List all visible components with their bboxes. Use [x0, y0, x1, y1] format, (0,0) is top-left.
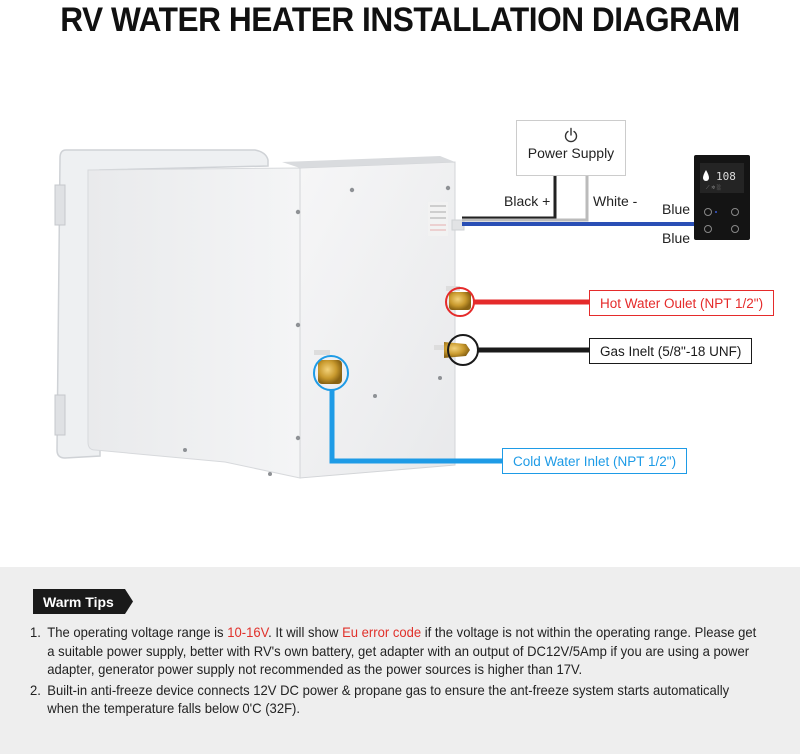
black-wire-label: Black +: [504, 193, 551, 209]
voltage-range-highlight: 10-16V: [227, 625, 269, 640]
warm-tips-heading: Warm Tips: [43, 594, 114, 610]
gas-inlet-callout: Gas Inelt (5/8"-18 UNF): [589, 338, 753, 364]
heater-side-panel: [87, 167, 301, 479]
warm-tips-panel: [0, 567, 800, 754]
warm-tips-badge: [33, 589, 133, 614]
warm-tips-list: 1. The operating voltage range is 10-16V…: [30, 624, 760, 721]
error-code-highlight: Eu error code: [342, 625, 422, 640]
hot-water-outlet-callout: Hot Water Oulet (NPT 1/2"): [589, 290, 775, 316]
white-wire-label: White -: [593, 193, 638, 209]
blue-wire-label-top: Blue: [662, 201, 691, 217]
hot-water-outlet-fitting: [445, 286, 590, 317]
spec-sticker: [428, 202, 448, 236]
blue-wire-label-bottom: Blue: [662, 230, 691, 246]
svg-text:⟋ ✲ ░: ⟋ ✲ ░: [706, 184, 721, 191]
power-icon: [564, 127, 578, 143]
power-wires: [462, 176, 694, 226]
heater-front-panel: [299, 161, 456, 479]
tip-item-2: 2. Built-in anti-freeze device connects …: [30, 682, 730, 717]
power-supply-box: Power Supply: [516, 120, 626, 176]
cold-water-inlet-callout: Cold Water Inlet (NPT 1/2"): [502, 448, 688, 474]
tip-item-1: 1. The operating voltage range is 10-16V…: [30, 625, 757, 677]
controller-panel: 108 ⟋ ✲ ░: [694, 155, 750, 240]
page-title: RV WATER HEATER INSTALLATION DIAGRAM: [60, 1, 740, 39]
power-supply-label: Power Supply: [527, 145, 615, 161]
installation-diagram: 108 ⟋ ✲ ░: [54, 149, 750, 479]
svg-text:108: 108: [716, 170, 736, 183]
cold-water-inlet-fitting: [313, 350, 505, 464]
gas-inlet-fitting: [434, 334, 590, 366]
